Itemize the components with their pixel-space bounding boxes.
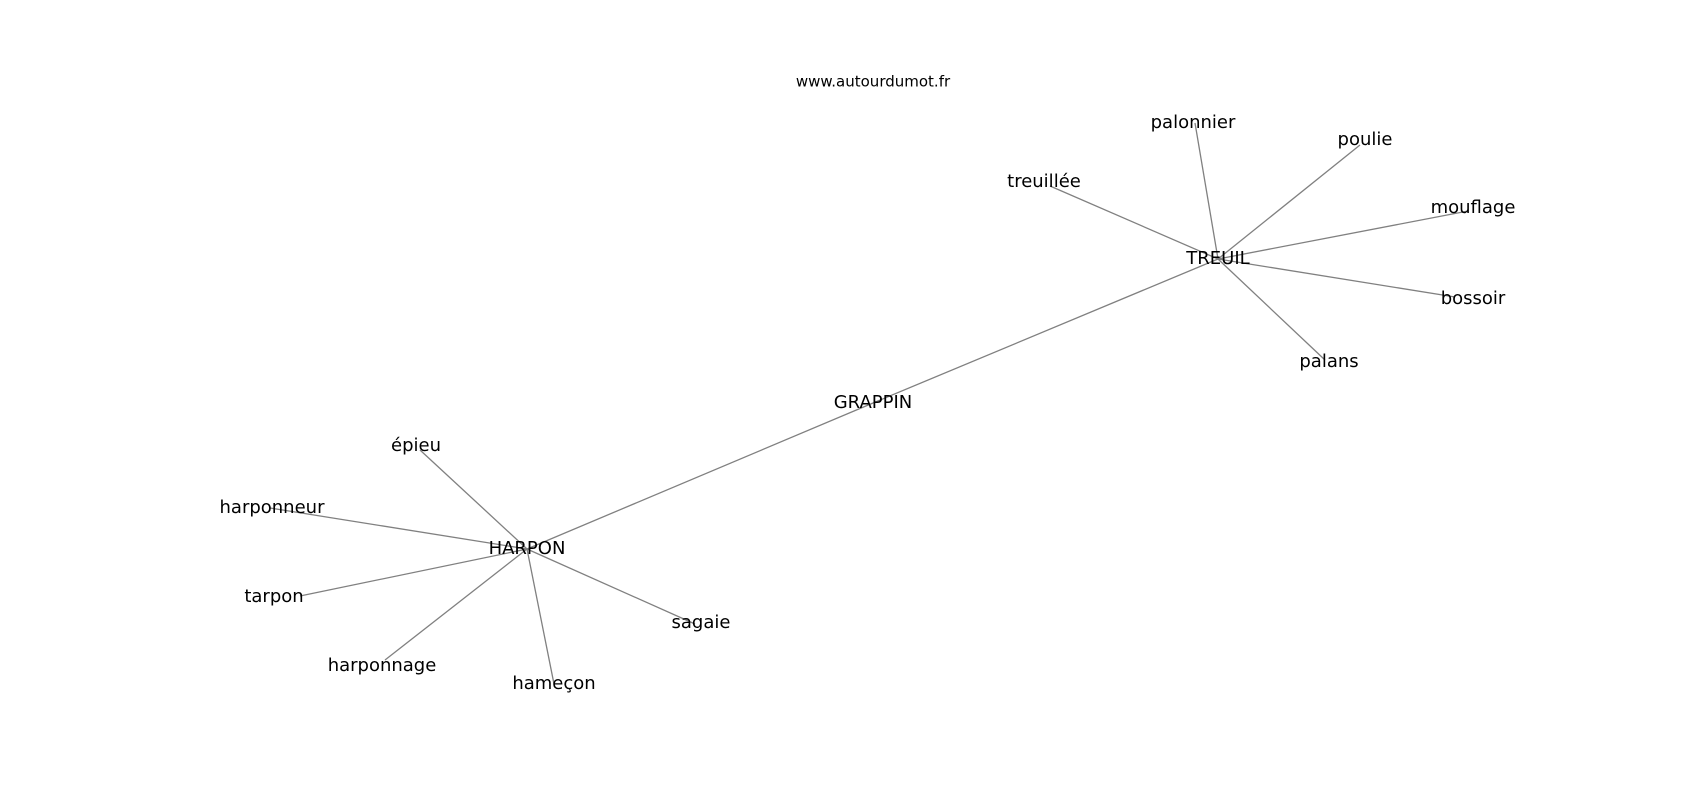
node-bossoir[interactable]: bossoir — [1441, 288, 1506, 309]
edge-treuil-mouflage — [1217, 210, 1469, 260]
graph-nodes: GRAPPIN TREUIL HARPON palonnier poulie treuil… — [220, 112, 1516, 694]
node-mouflage[interactable]: mouflage — [1431, 197, 1516, 218]
node-hamecon[interactable]: hameçon — [512, 673, 595, 694]
graph-edges — [269, 122, 1469, 685]
node-harpon[interactable]: HARPON — [489, 538, 566, 559]
node-treuillee[interactable]: treuillée — [1007, 171, 1081, 192]
node-palonnier[interactable]: palonnier — [1151, 112, 1236, 133]
edge-harpon-tarpon — [299, 548, 528, 597]
edge-treuil-palans — [1217, 258, 1326, 361]
edge-treuil-palonnier — [1194, 122, 1219, 260]
site-url-label[interactable]: www.autourdumot.fr — [796, 73, 951, 91]
edge-harpon-sagaie — [526, 548, 696, 625]
edge-treuil-bossoir — [1217, 258, 1456, 298]
node-harponneur[interactable]: harponneur — [220, 497, 326, 518]
edge-harpon-harponnage — [384, 548, 528, 661]
node-epieu[interactable]: épieu — [391, 435, 441, 456]
node-sagaie[interactable]: sagaie — [672, 612, 731, 633]
node-grappin[interactable]: GRAPPIN — [834, 392, 913, 413]
edge-harpon-harponneur — [269, 507, 528, 550]
node-treuil[interactable]: TREUIL — [1185, 248, 1249, 269]
edge-grappin-treuil — [872, 258, 1219, 404]
edge-harpon-epieu — [419, 449, 528, 550]
node-poulie[interactable]: poulie — [1338, 129, 1393, 150]
node-harponnage[interactable]: harponnage — [328, 655, 437, 676]
edge-grappin-harpon — [526, 402, 874, 550]
node-tarpon[interactable]: tarpon — [244, 586, 303, 607]
edge-treuil-poulie — [1217, 144, 1361, 260]
edge-treuil-treuillee — [1049, 185, 1219, 260]
edge-harpon-hamecon — [526, 548, 555, 685]
node-palans[interactable]: palans — [1299, 351, 1358, 372]
